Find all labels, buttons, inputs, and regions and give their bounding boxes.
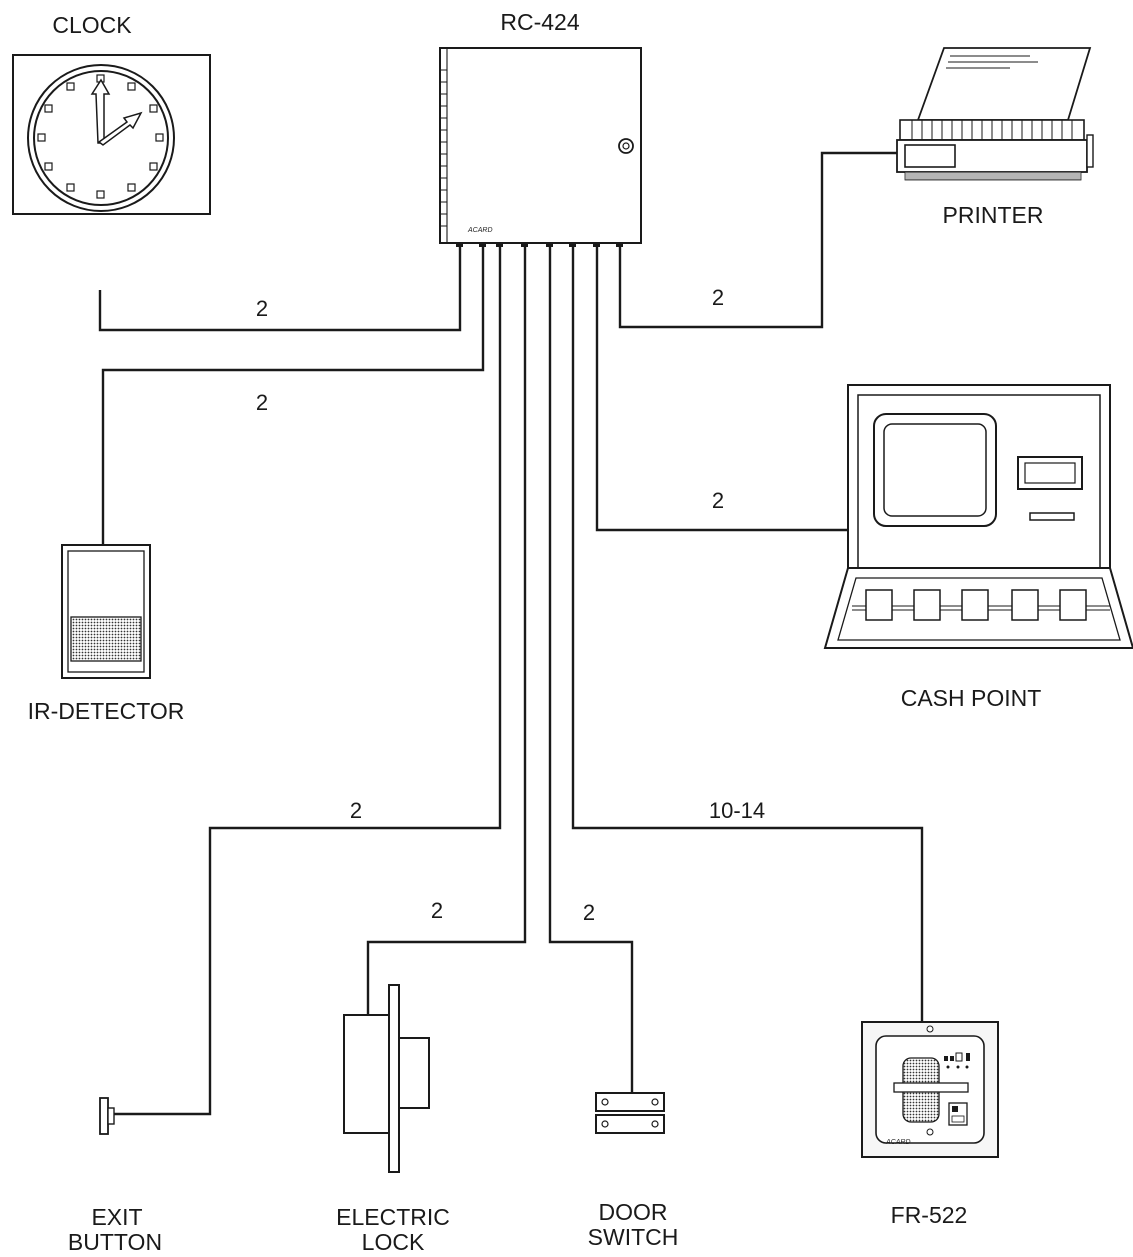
electric-lock-label-line2: LOCK <box>362 1229 425 1255</box>
ir-detector-device <box>61 544 151 679</box>
fr522-label: FR-522 <box>891 1202 968 1228</box>
electric-lock-label-line1: ELECTRIC <box>336 1204 450 1230</box>
door-switch-label-line1: DOOR <box>599 1199 668 1225</box>
cash-point-keys <box>865 589 1087 621</box>
controller-hinge <box>441 69 447 227</box>
card-slot <box>1029 512 1075 521</box>
exit-button-wire-count: 2 <box>350 798 362 823</box>
printer-teeth <box>911 120 1073 140</box>
ir-detector-label: IR-DETECTOR <box>28 698 185 724</box>
clock-wire-count: 2 <box>256 296 268 321</box>
controller-brand: ACARD <box>467 227 493 234</box>
exit-button-label-line1: EXIT <box>91 1204 142 1230</box>
exit-button-label-line2: BUTTON <box>68 1229 162 1255</box>
cash-point-device <box>823 384 1133 649</box>
wires <box>98 151 924 1116</box>
printer-paper <box>916 47 1092 121</box>
wire-door-switch <box>548 245 634 1093</box>
controller-label: RC-424 <box>500 9 579 35</box>
ir-detector-wire-count: 2 <box>256 390 268 415</box>
door-switch-device <box>595 1092 665 1134</box>
wire-printer <box>618 151 897 329</box>
electric-lock-device <box>343 984 430 1173</box>
wire-fr522 <box>571 245 924 1022</box>
fr522-device <box>861 1021 999 1158</box>
exit-button-device <box>99 1097 115 1135</box>
fr522-leds <box>944 1052 970 1069</box>
printer-label: PRINTER <box>943 202 1044 228</box>
door-switch-wire-count: 2 <box>583 900 595 925</box>
clock-minute-hand <box>90 78 111 144</box>
fr522-brand: ACARD <box>885 1139 911 1146</box>
wire-clock <box>98 245 462 332</box>
clock-hour-hand <box>97 111 143 146</box>
door-switch-label-line2: SWITCH <box>588 1224 679 1250</box>
electric-lock-wire-count: 2 <box>431 898 443 923</box>
clock-label: CLOCK <box>52 12 132 38</box>
printer-wire-count: 2 <box>712 285 724 310</box>
cash-point-label: CASH POINT <box>901 685 1042 711</box>
fr522-wire-count: 10-14 <box>709 798 765 823</box>
wire-exit-button <box>108 245 502 1116</box>
wire-ir-detector <box>101 245 485 545</box>
printer-device <box>896 47 1094 181</box>
wire-cash-point <box>595 245 848 532</box>
controller-terminals <box>456 243 623 247</box>
rc424-controller <box>439 47 642 247</box>
cash-point-wire-count: 2 <box>712 488 724 513</box>
clock-device <box>12 54 211 215</box>
ir-sensor-window <box>70 616 142 662</box>
wire-electric-lock <box>366 245 527 1015</box>
